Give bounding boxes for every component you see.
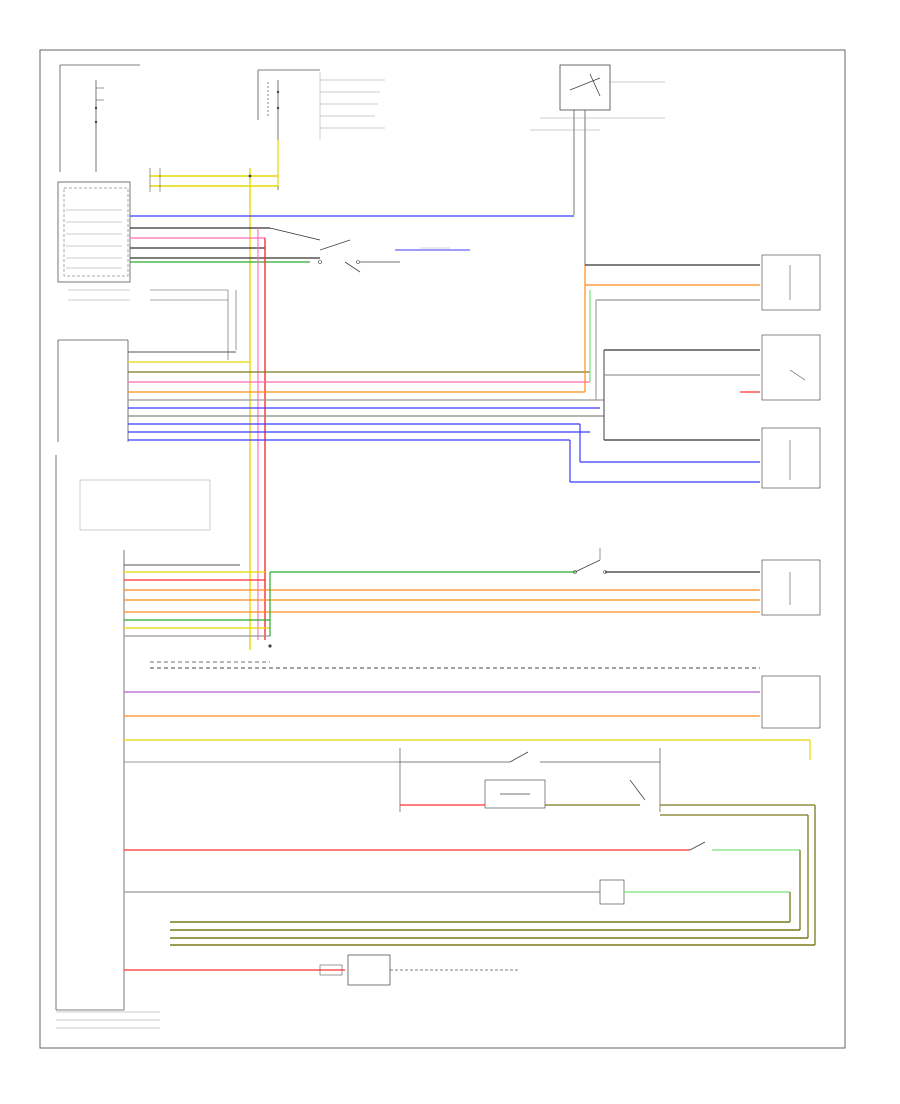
module-footer-lines [56,1011,160,1029]
diagram-border [39,49,846,1049]
driver-door-lock-switch [318,239,470,273]
front-passenger-door-ajar-switch [124,841,801,930]
rear-door-risers [569,264,760,483]
hot-at-all-times-fuse [59,64,140,172]
front-passenger-door-lock-cylinder [124,879,791,922]
rear-door-lock-actuator-right [761,334,821,401]
ground-line [150,644,760,669]
ignition-switch [530,64,665,265]
driver-door-bus [128,351,604,441]
front-passenger-window-switch [761,675,821,729]
front-passenger-door-switch [573,548,760,574]
passenger-door-module [55,455,211,1011]
rear-door-lock-actuator-left [761,254,821,311]
trunk-release-motor [124,954,520,986]
front-passenger-door-actuator [761,559,821,616]
passenger-door-bus [124,564,760,637]
lower-return-bus [170,814,815,946]
window-motor-wires [124,691,811,760]
body-control-module [57,181,131,301]
bcm-output-wires [130,215,574,640]
rear-window-lockout-switch-right [540,748,661,812]
rear-door-lock-cylinder-left [484,779,546,809]
driver-door-lock-actuator [761,427,821,489]
hot-in-on-fuse [257,69,385,190]
rear-window-lockout-switch-left [124,748,529,812]
rear-door-lock-cylinder-right [400,804,816,945]
driver-door-module [57,289,237,442]
